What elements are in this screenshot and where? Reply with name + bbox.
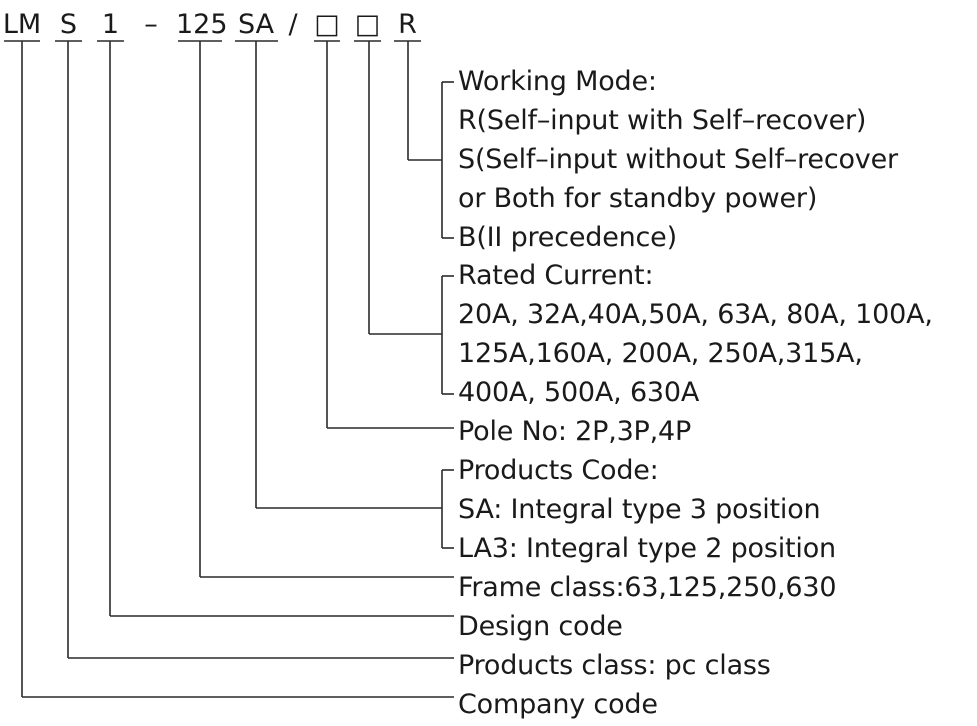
working-mode-option-r: R(Self–input with Self–recover) (458, 105, 867, 136)
products-class-label: Products class: pc class (458, 650, 771, 681)
frame-class-label: Frame class:63,125,250,630 (458, 572, 837, 603)
products-code-sa: SA: Integral type 3 position (458, 494, 821, 525)
working-mode-heading: Working Mode: (458, 66, 657, 97)
products-code-heading: Products Code: (458, 455, 659, 486)
rated-current-values-1: 20A, 32A,40A,50A, 63A, 80A, 100A, (458, 299, 933, 330)
rated-current-values-3: 400A, 500A, 630A (458, 377, 700, 408)
code-company: LM (2, 9, 42, 40)
design-code-label: Design code (458, 611, 623, 642)
code-design: 1 (101, 9, 120, 40)
code-products-code: SA (237, 9, 275, 40)
code-pole-box: □ (314, 9, 340, 40)
company-code-label: Company code (458, 689, 658, 720)
products-code-la3: LA3: Integral type 2 position (458, 533, 836, 564)
rated-current-heading: Rated Current: (458, 260, 654, 291)
code-slash: / (288, 9, 298, 40)
pole-no-label: Pole No: 2P,3P,4P (458, 416, 692, 447)
working-mode-option-s-cont: or Both for standby power) (458, 183, 818, 214)
working-mode-option-s: S(Self–input without Self–recover (458, 144, 898, 175)
code-working-mode: R (398, 9, 417, 40)
working-mode-option-b: B(II precedence) (458, 222, 677, 253)
code-frame-class: 125 (176, 9, 228, 40)
code-products-class: S (59, 9, 78, 40)
rated-current-values-2: 125A,160A, 200A, 250A,315A, (458, 338, 863, 369)
code-dash: – (144, 9, 158, 40)
code-current-box: □ (354, 9, 381, 40)
